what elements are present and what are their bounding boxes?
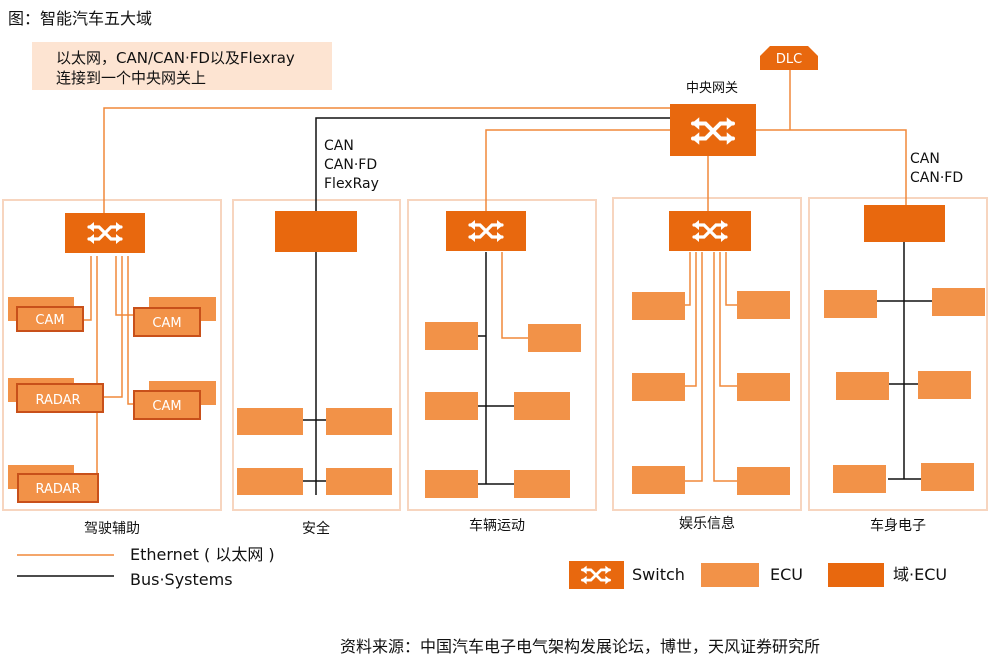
- ecu: [425, 470, 478, 498]
- legend-domain-ecu-label: 域·ECU: [893, 565, 947, 584]
- cam-label: CAM: [152, 316, 181, 331]
- ecu: [737, 291, 790, 319]
- vehicle-motion-ethernet-link: [501, 252, 528, 339]
- ecu: [425, 392, 478, 420]
- radar-label: RADAR: [35, 393, 80, 408]
- ecu: [836, 372, 889, 400]
- cam-label: CAM: [35, 313, 64, 328]
- bus-label-safety-0: CAN: [324, 138, 354, 154]
- ecu: [737, 467, 790, 495]
- radar-node: [16, 383, 104, 413]
- body-domain-ecu: [864, 205, 945, 242]
- ecu: [632, 373, 685, 401]
- note-line-1: 以太网，CAN/CAN·FD以及Flexray: [56, 49, 295, 67]
- ecu: [632, 292, 685, 320]
- ecu: [737, 373, 790, 401]
- ecu: [425, 322, 478, 350]
- ecu: [326, 408, 392, 435]
- domain-label-adas: 驾驶辅助: [84, 521, 140, 537]
- ecu: [528, 324, 581, 352]
- ecu: [918, 371, 971, 399]
- source-note: 资料来源：中国汽车电子电气架构发展论坛，博世，天风证券研究所: [340, 637, 820, 656]
- ecu: [833, 465, 886, 493]
- ecu: [514, 392, 570, 420]
- legend-switch-label: Switch: [632, 565, 685, 584]
- domain-panel-adas: [2, 199, 222, 511]
- cam-label: CAM: [152, 399, 181, 414]
- note-box: [32, 42, 332, 90]
- safety-bus-uplink: [315, 117, 672, 211]
- safety-domain-ecu: [275, 211, 357, 252]
- legend-domain-ecu-swatch: [828, 563, 884, 587]
- domain-panel-vehicle-motion: [407, 199, 597, 511]
- dlc-connector: [760, 46, 818, 70]
- legend-bus-label: Bus·Systems: [130, 570, 233, 589]
- domain-panel-infotainment: [612, 197, 802, 511]
- figure-title: 图：智能汽车五大域: [8, 9, 152, 28]
- infotainment-ethernet-links: [685, 252, 737, 482]
- legend-ethernet-label: Ethernet ( 以太网 ): [130, 545, 275, 564]
- domain-label-body: 车身电子: [870, 517, 926, 534]
- ecu: [326, 468, 392, 495]
- legend-ecu-label: ECU: [770, 565, 803, 584]
- cam-node: [133, 390, 201, 420]
- domain-label-infotainment: 娱乐信息: [679, 515, 735, 532]
- legend-ecu-swatch: [701, 563, 759, 587]
- cam-node: [16, 306, 84, 332]
- adas-ethernet-links: [82, 256, 134, 489]
- radar-node: [17, 473, 99, 503]
- ecu: [632, 466, 685, 494]
- ecu: [824, 290, 877, 318]
- domain-label-vehicle-motion: 车辆运动: [469, 517, 525, 534]
- ecu: [932, 288, 985, 316]
- safety-bus: [303, 252, 326, 495]
- ecu: [921, 463, 974, 491]
- central-gateway-label: 中央网关: [686, 81, 738, 96]
- bus-label-safety-2: FlexRay: [324, 176, 379, 192]
- body-bus: [877, 242, 932, 480]
- domain-label-safety: 安全: [302, 520, 330, 537]
- radar-label: RADAR: [35, 482, 80, 497]
- bus-label-body-1: CAN·FD: [910, 170, 963, 186]
- cam-node: [133, 307, 201, 337]
- ethernet-links: [103, 68, 907, 213]
- domain-panel-body: [808, 197, 988, 511]
- ecu: [514, 470, 570, 498]
- note-line-2: 连接到一个中央网关上: [56, 69, 206, 87]
- bus-label-body-0: CAN: [910, 151, 940, 167]
- dlc-label: DLC: [776, 52, 802, 67]
- ecu: [237, 468, 303, 495]
- ecu: [237, 408, 303, 435]
- vehicle-motion-bus: [478, 252, 514, 485]
- bus-label-safety-1: CAN·FD: [324, 157, 377, 173]
